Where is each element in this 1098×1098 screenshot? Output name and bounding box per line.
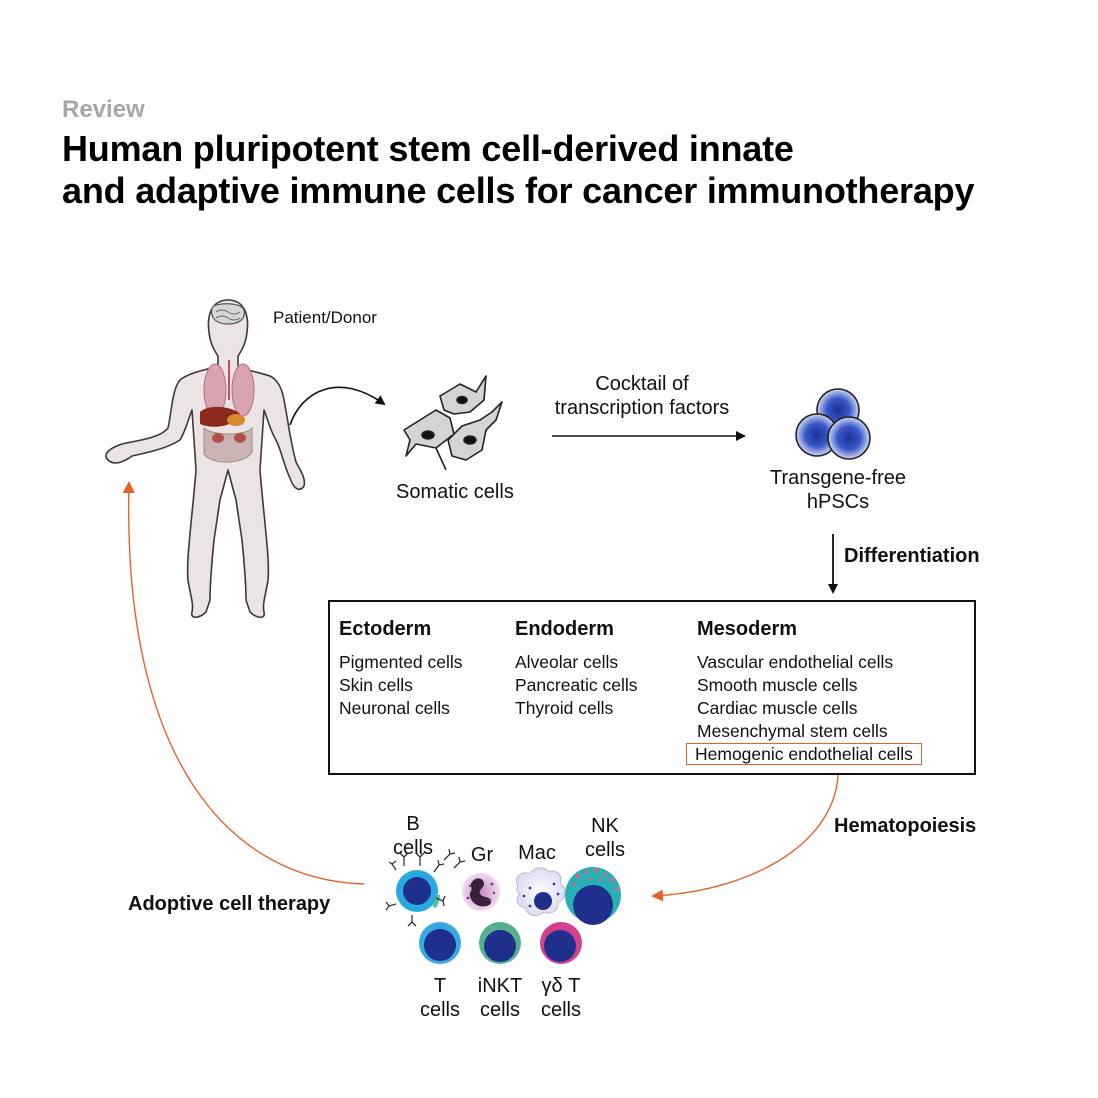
gdt-cell-icon — [540, 922, 582, 964]
b-cells-label: B cells — [382, 812, 444, 860]
gdt-cells-line-1: γδ T — [541, 975, 581, 997]
mesoderm-item: Smooth muscle cells — [697, 675, 858, 695]
ectoderm-item: Skin cells — [339, 675, 413, 695]
inkt-cells-line-2: cells — [479, 999, 520, 1021]
patient-donor-label: Patient/Donor — [273, 308, 377, 327]
t-cells-line-2: cells — [419, 999, 460, 1021]
endoderm-item: Thyroid cells — [515, 698, 614, 718]
gdt-cells-line-2: cells — [540, 999, 581, 1021]
hpsc-line-2: hPSCs — [806, 491, 870, 513]
arrow-to-somatic — [289, 386, 386, 426]
ectoderm-item: Neuronal cells — [339, 698, 450, 718]
nk-cells-line-2: cells — [584, 839, 625, 861]
mesoderm-item: Mesenchymal stem cells — [697, 721, 888, 741]
hpsc-line-1: Transgene-free — [770, 467, 906, 489]
inkt-cell-icon — [479, 922, 521, 964]
arrow-adoptive-therapy — [122, 481, 365, 885]
granulocyte-icon — [462, 873, 500, 911]
germ-layer-box: Ectoderm Pigmented cells Skin cells Neur… — [328, 600, 976, 775]
t-cells-line-1: T — [433, 975, 447, 997]
hematopoiesis-label: Hematopoiesis — [834, 815, 977, 837]
differentiation-label: Differentiation — [844, 545, 980, 567]
cocktail-line-2: transcription factors — [554, 397, 730, 419]
category-label: Review — [62, 96, 145, 123]
cocktail-label: Cocktail of transcription factors — [532, 372, 752, 420]
gdt-cells-label: γδ T cells — [530, 974, 592, 1022]
cocktail-line-1: Cocktail of — [595, 373, 689, 395]
title-line-2: and adaptive immune cells for cancer imm… — [62, 170, 975, 211]
t-cell-icon — [419, 922, 461, 964]
b-cell-icon — [385, 848, 466, 927]
page-title: Human pluripotent stem cell-derived inna… — [62, 128, 974, 212]
macrophage-icon — [516, 867, 566, 916]
b-cells-line-2: cells — [392, 837, 433, 859]
nk-cells-line-1: NK — [591, 815, 619, 837]
mesoderm-column: Mesoderm Vascular endothelial cells Smoo… — [686, 618, 922, 766]
mesoderm-item-highlighted: Hemogenic endothelial cells — [686, 743, 922, 766]
ectoderm-title: Ectoderm — [339, 618, 432, 640]
mesoderm-item: Cardiac muscle cells — [697, 698, 858, 718]
inkt-cells-label: iNKT cells — [469, 974, 531, 1022]
endoderm-column: Endoderm Alveolar cells Pancreatic cells… — [515, 618, 638, 720]
mesoderm-item: Vascular endothelial cells — [697, 652, 894, 672]
arrow-hematopoiesis — [651, 773, 839, 902]
hpsc-cluster-icon — [795, 388, 871, 460]
somatic-cells-label: Somatic cells — [396, 481, 514, 503]
t-cells-label: T cells — [409, 974, 471, 1022]
hpsc-label: Transgene-free hPSCs — [738, 466, 938, 514]
endoderm-item: Alveolar cells — [515, 652, 619, 672]
adoptive-therapy-label: Adoptive cell therapy — [128, 893, 331, 915]
somatic-cells-icon — [403, 375, 503, 471]
inkt-cells-line-1: iNKT — [477, 975, 523, 997]
title-line-1: Human pluripotent stem cell-derived inna… — [62, 128, 794, 169]
gr-label: Gr — [470, 844, 494, 866]
endoderm-title: Endoderm — [515, 618, 614, 640]
human-figure — [105, 299, 306, 619]
nk-cells-label: NK cells — [574, 814, 636, 862]
endoderm-item: Pancreatic cells — [515, 675, 638, 695]
b-cells-line-1: B — [406, 813, 420, 835]
ectoderm-column: Ectoderm Pigmented cells Skin cells Neur… — [339, 618, 463, 720]
mesoderm-title: Mesoderm — [697, 618, 798, 640]
mac-label: Mac — [518, 842, 556, 864]
nk-cell-icon — [565, 867, 621, 925]
hemogenic-highlight-box: Hemogenic endothelial cells — [686, 743, 922, 765]
ectoderm-item: Pigmented cells — [339, 652, 463, 672]
